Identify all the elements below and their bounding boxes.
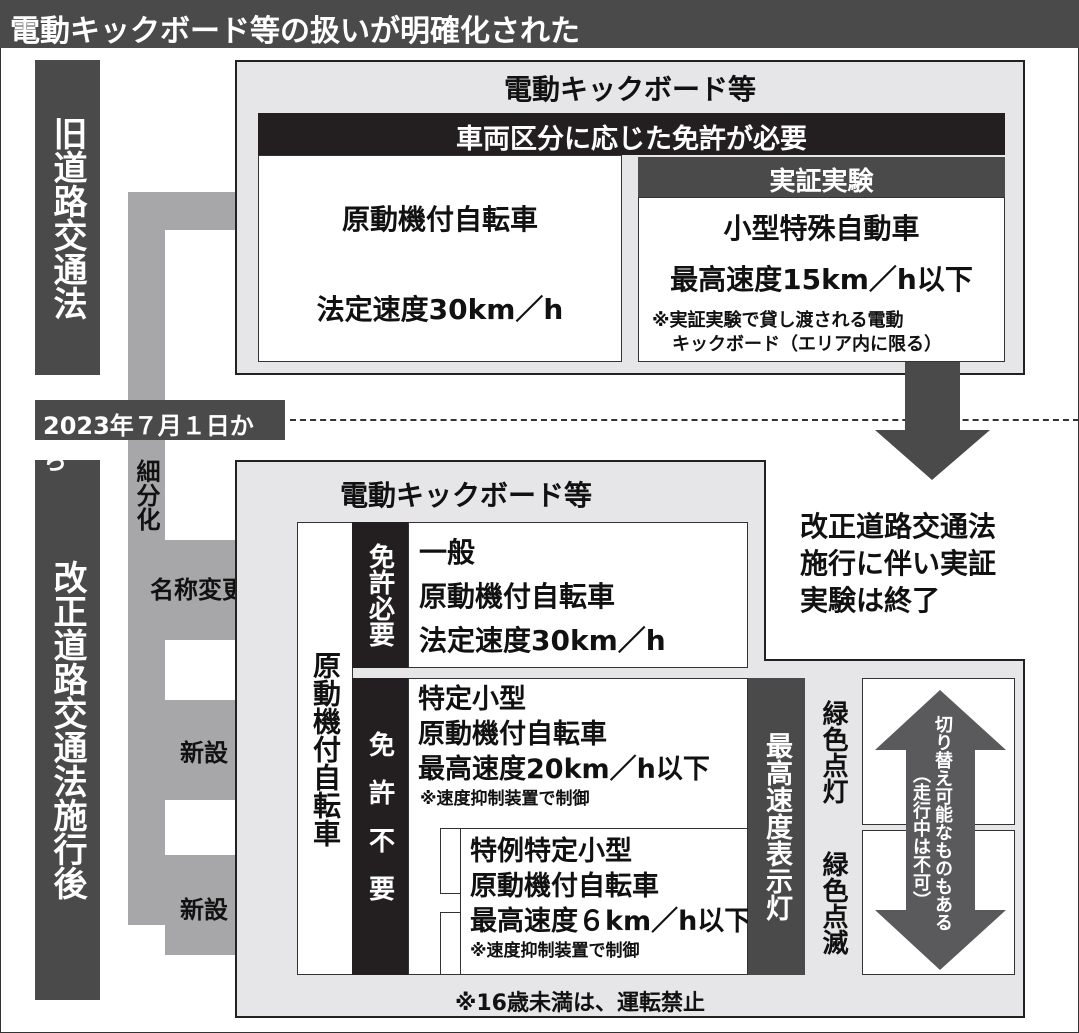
title-bar: 電動キックボード等の扱いが明確化された (0, 0, 1079, 49)
general-cell: 一般 原動機付自転車 法定速度30km／h (408, 522, 748, 668)
end-note-line: 改正道路交通法 (800, 510, 997, 543)
specified-text: 特定小型 原動機付自転車 最高速度20km／h以下 ※速度抑制装置で制御 (418, 682, 710, 811)
end-note-line: 施行に伴い実証 (800, 547, 997, 580)
specified-line: 原動機付自転車 (418, 719, 607, 750)
trial-header: 実証実験 (638, 157, 1005, 197)
double-arrow-icon (875, 690, 1006, 970)
specified-line: 最高速度20km／h以下 (418, 754, 710, 785)
arrow-label-new-2: 新設 (180, 896, 228, 924)
trial-note-1: ※実証実験で貸し渡される電動 (652, 310, 904, 331)
date-divider (290, 419, 1079, 421)
specified-note: ※速度抑制装置で制御 (420, 789, 590, 809)
lamp-on-label: 緑色点灯 (805, 678, 862, 825)
new-title: 電動キックボード等 (340, 479, 593, 512)
special-line: 最高速度６km／h以下 (470, 906, 752, 937)
down-arrow-icon (875, 362, 990, 480)
special-cell (460, 828, 748, 975)
connector-bar (128, 192, 165, 925)
subdivide-label: 細分化 (132, 459, 160, 531)
new-category: 原動機付自転車 (297, 522, 353, 975)
general-line: 法定速度30km／h (419, 624, 666, 657)
trial-vehicle-name: 小型特殊自動車 (723, 212, 920, 245)
trial-note-2: キックボード（エリア内に限る） (672, 334, 942, 355)
arrow-label-rename: 名称変更 (150, 576, 246, 604)
old-moped-cell (258, 155, 622, 362)
old-header: 車両区分に応じた免許が必要 (258, 113, 1005, 155)
old-moped-speed: 法定速度30km／h (316, 293, 564, 326)
trial-speed: 最高速度15km／h以下 (670, 263, 973, 296)
special-text: 特例特定小型 原動機付自転車 最高速度６km／h以下 ※速度抑制装置で制御 (470, 834, 751, 963)
lamp-label: 最高速度表示灯 (748, 678, 805, 975)
lamp-blink-label: 緑色点滅 (805, 830, 862, 975)
arrow-label-new-1: 新設 (180, 739, 228, 767)
license-not-required-label: 免許不要 (352, 678, 408, 975)
general-line: 一般 (419, 536, 476, 569)
date-label: 2023年７月１日から (35, 400, 285, 475)
age-restriction-note: ※16歳未満は、運転禁止 (454, 991, 705, 1016)
general-line: 原動機付自転車 (419, 580, 616, 613)
end-note-line: 実験は終了 (800, 584, 941, 617)
end-note: 改正道路交通法 施行に伴い実証 実験は終了 (800, 508, 996, 619)
bracket (440, 912, 460, 975)
bracket (440, 828, 460, 894)
switch-sub-note: （走行中は不可） (910, 765, 931, 909)
old-moped-name: 原動機付自転車 (341, 203, 538, 236)
special-line: 原動機付自転車 (470, 871, 659, 902)
specified-line: 特定小型 (418, 684, 526, 715)
switch-note: 切り替え可能なものもある (932, 715, 953, 931)
new-law-label: 改正道路交通法施行後 (35, 460, 100, 1000)
old-law-label: 旧道路交通法 (35, 60, 100, 375)
license-required-label: 免許必要 (352, 522, 408, 668)
special-line: 特例特定小型 (470, 836, 632, 867)
old-title: 電動キックボード等 (503, 73, 756, 106)
special-note: ※速度抑制装置で制御 (470, 941, 640, 961)
trial-cell (638, 197, 1005, 362)
